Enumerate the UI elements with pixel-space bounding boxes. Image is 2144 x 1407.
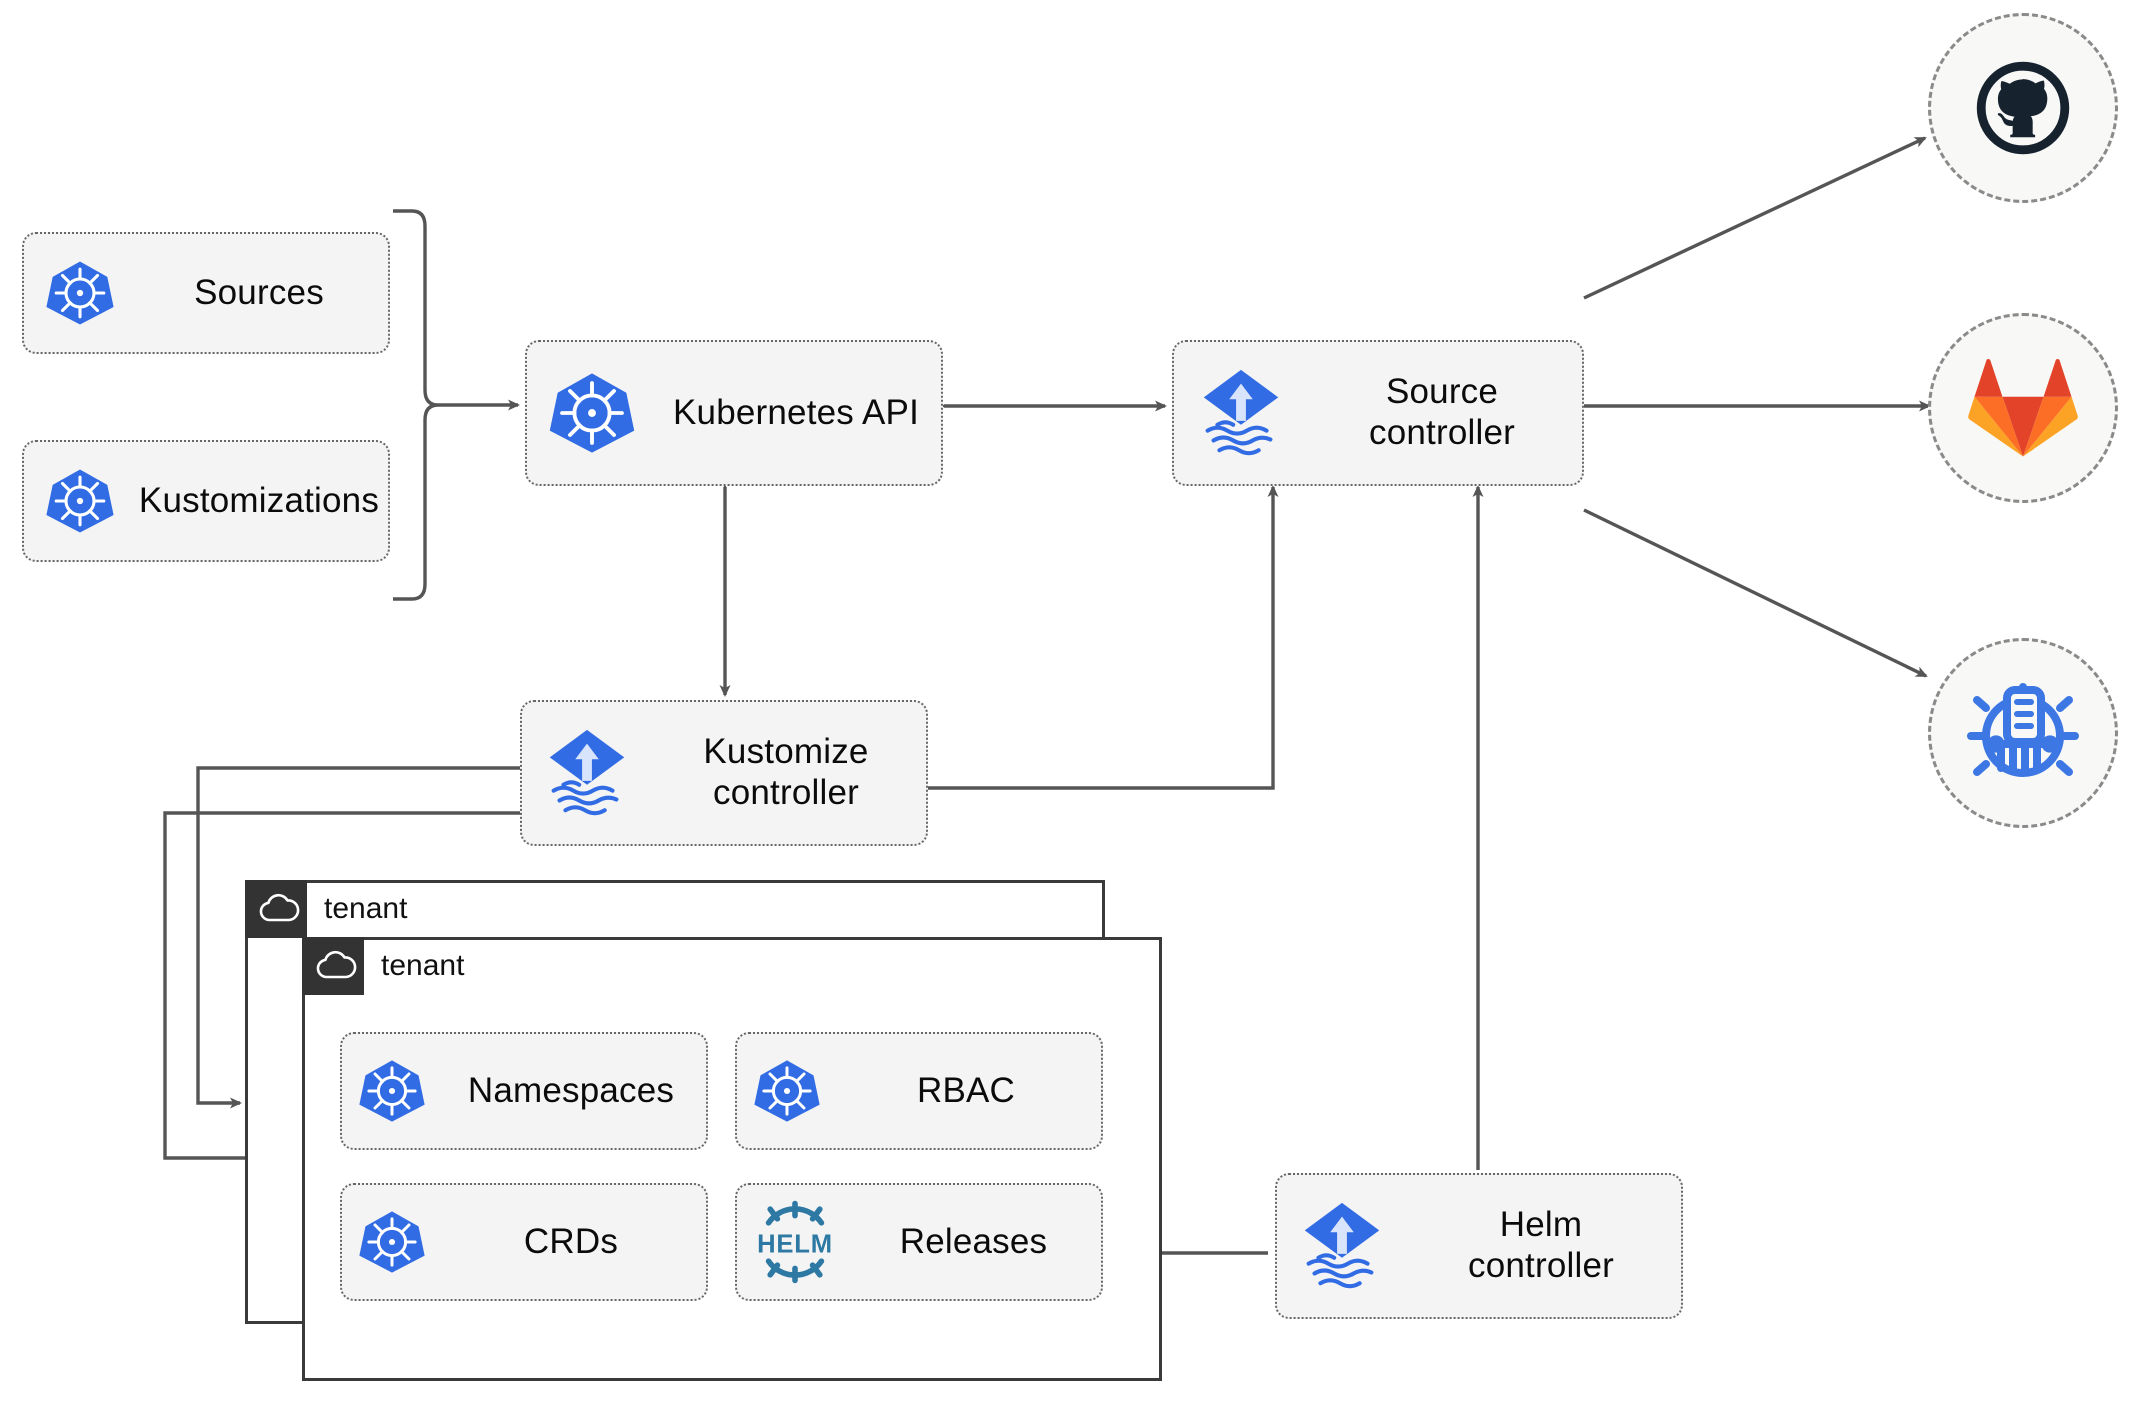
helm-icon: HELM [737, 1200, 852, 1284]
node-kustomize-controller-label: Kustomize controller [703, 732, 869, 812]
kubernetes-icon [24, 466, 136, 536]
gitlab-icon [1968, 358, 2078, 457]
helm-registry-icon [1967, 683, 2079, 777]
node-kustomizations[interactable]: Kustomizations [22, 440, 390, 562]
kubernetes-icon [24, 258, 136, 328]
node-kustomizations-label: Kustomizations [138, 480, 380, 520]
tenant-label-1: tenant [324, 892, 408, 925]
tenant-label-2: tenant [381, 949, 465, 982]
flux-icon [1277, 1197, 1407, 1295]
node-source-controller[interactable]: Source controller [1172, 340, 1584, 486]
node-releases[interactable]: HELM Releases [735, 1183, 1103, 1301]
endpoint-github[interactable] [1928, 13, 2118, 203]
wire-kustomize-to-tenant-1 [196, 766, 520, 1109]
endpoint-gitlab[interactable] [1928, 313, 2118, 503]
wire-kustomize-to-source-controller [928, 485, 1279, 790]
endpoint-helm-registry[interactable] [1928, 638, 2118, 828]
node-namespaces-label: Namespaces [467, 1070, 675, 1110]
node-namespaces[interactable]: Namespaces [340, 1032, 708, 1150]
cloud-icon [316, 950, 357, 979]
node-rbac-label: RBAC [916, 1070, 1016, 1110]
node-crds[interactable]: CRDs [340, 1183, 708, 1301]
wire-kustomize-to-tenant-2 [163, 811, 520, 1164]
tenant-tab-1 [245, 880, 307, 938]
node-source-controller-label: Source controller [1369, 372, 1515, 452]
tenant-tab-2 [302, 937, 364, 995]
node-releases-label: Releases [899, 1221, 1048, 1261]
node-sources-label: Sources [194, 272, 324, 312]
node-kustomize-controller[interactable]: Kustomize controller [520, 700, 928, 846]
node-helm-controller-label: Helm controller [1468, 1205, 1614, 1285]
svg-text:HELM: HELM [757, 1230, 833, 1258]
wire-source-to-github [1583, 136, 1927, 300]
flux-icon [1174, 364, 1308, 462]
wire-source-to-registry [1583, 508, 1928, 678]
kubernetes-icon [737, 1057, 837, 1125]
node-kubernetes-api[interactable]: Kubernetes API [525, 340, 943, 486]
group-brace [393, 209, 439, 601]
cloud-icon [259, 893, 300, 922]
kubernetes-icon [527, 369, 657, 457]
flux-icon [522, 724, 652, 822]
node-helm-controller[interactable]: Helm controller [1275, 1173, 1683, 1319]
github-icon [1976, 61, 2070, 155]
kubernetes-icon [342, 1057, 442, 1125]
kubernetes-icon [342, 1208, 442, 1276]
node-crds-label: CRDs [523, 1221, 619, 1261]
node-kubernetes-api-label: Kubernetes API [672, 392, 920, 432]
tenant-box-2[interactable]: tenant [302, 937, 1162, 1381]
node-rbac[interactable]: RBAC [735, 1032, 1103, 1150]
node-sources[interactable]: Sources [22, 232, 390, 354]
